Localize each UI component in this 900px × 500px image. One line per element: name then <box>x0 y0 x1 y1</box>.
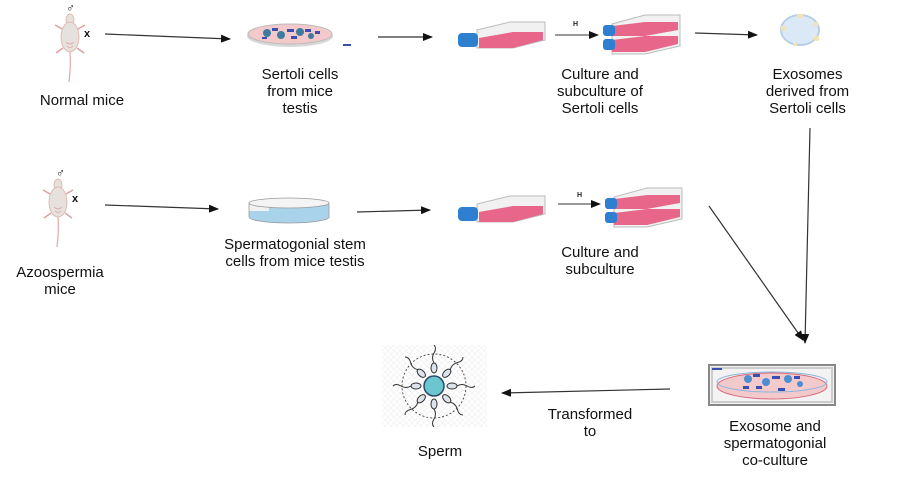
label-sperm: Sperm <box>417 443 463 460</box>
mouse-icon <box>54 13 86 83</box>
mouse-icon <box>42 178 74 248</box>
petri-dish-icon <box>248 197 330 224</box>
culture-flask-icon <box>458 21 546 49</box>
culture-flask-stack-icon <box>605 187 683 228</box>
arrow-normal-mice-to-sertoli <box>104 33 231 43</box>
male-symbol-icon: ♂ <box>56 166 65 180</box>
x-mark: x <box>84 28 91 40</box>
arrow-culture-to-exosomes <box>694 30 758 39</box>
label-ssc-culture: Culture and subculture <box>561 244 639 278</box>
culture-flask-icon <box>458 195 546 223</box>
arrow-coculture-to-sperm <box>501 388 671 397</box>
label-exosomes: Exosomes derived from Sertoli cells <box>765 66 850 117</box>
label-sertoli-cells: Sertoli cells from mice testis <box>261 66 339 117</box>
scale-bar <box>343 44 351 46</box>
label-azoospermia-mice: Azoospermia mice <box>16 264 104 298</box>
arrow-azoo-mice-to-ssc <box>104 204 219 213</box>
male-symbol-icon: ♂ <box>66 1 75 15</box>
culture-flask-stack-icon <box>603 14 681 55</box>
label-transformed-to: Transformed to <box>547 406 633 440</box>
coculture-dish-icon <box>708 364 836 406</box>
exosome-icon <box>780 14 820 46</box>
arrow-exosomes-to-coculture <box>801 127 811 344</box>
label-normal-mice: Normal mice <box>39 92 125 109</box>
step-mark: H <box>573 21 579 28</box>
label-ssc: Spermatogonial stem cells from mice test… <box>224 236 366 270</box>
label-coculture: Exosome and spermatogonial co-culture <box>723 418 827 469</box>
label-sertoli-culture: Culture and subculture of Sertoli cells <box>557 66 643 117</box>
arrow-ssc-culture-to-coculture <box>708 205 804 341</box>
step-mark: H <box>577 192 583 199</box>
sperm-icon <box>382 345 487 427</box>
arrow-ssc-to-culture <box>356 206 431 215</box>
x-mark: x <box>72 193 79 205</box>
petri-dish-icon <box>247 23 333 47</box>
